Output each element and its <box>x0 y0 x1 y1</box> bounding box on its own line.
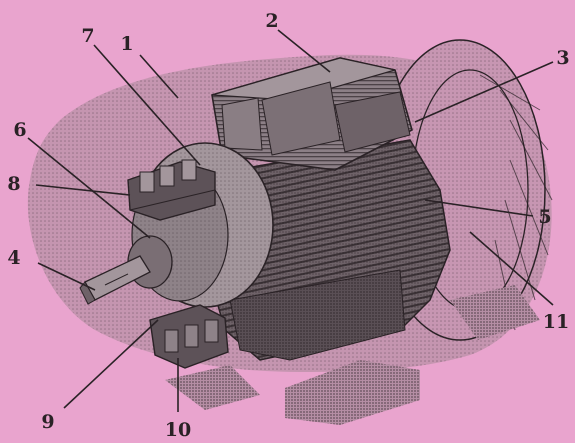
callout-3: 3 <box>556 47 569 69</box>
brush-holder-top <box>127 159 216 221</box>
callout-5: 5 <box>538 206 551 228</box>
leader-8 <box>35 184 131 196</box>
brush-holder-bottom <box>149 304 229 369</box>
callout-10: 10 <box>165 419 191 441</box>
leader-6 <box>27 137 151 239</box>
leader-lines <box>27 29 554 412</box>
callout-6: 6 <box>13 119 26 141</box>
leader-5 <box>424 199 534 217</box>
callout-1: 1 <box>120 33 133 55</box>
leader-3 <box>414 61 554 123</box>
terminal-box <box>211 57 413 171</box>
motor-feet <box>165 285 540 425</box>
shaft <box>79 235 173 305</box>
leader-9 <box>63 319 159 409</box>
callout-2: 2 <box>265 10 278 32</box>
leader-11 <box>469 231 554 306</box>
leader-1 <box>139 54 179 99</box>
callout-11: 11 <box>543 311 569 333</box>
callout-labels: 1 2 3 4 5 6 7 8 9 10 11 <box>7 10 569 441</box>
leader-4 <box>37 262 96 291</box>
leader-7 <box>93 44 201 166</box>
callout-8: 8 <box>7 173 20 195</box>
leader-2 <box>277 29 331 73</box>
callout-9: 9 <box>41 411 54 433</box>
callout-7: 7 <box>81 25 94 47</box>
callout-4: 4 <box>7 247 20 269</box>
